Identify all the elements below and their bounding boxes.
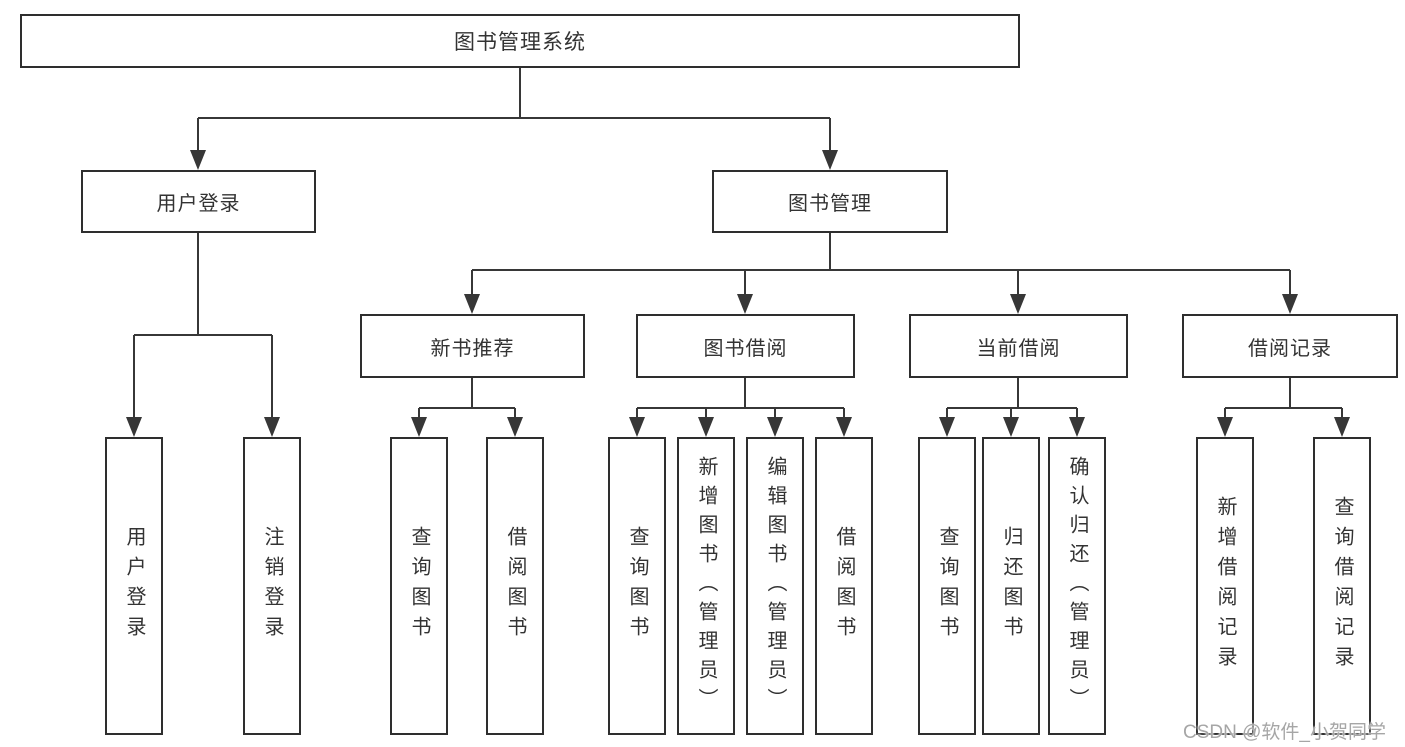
leaf-recommend-query-books-label: 查询图书: [408, 526, 430, 646]
node-borrowing-records-label: 借阅记录: [1248, 337, 1332, 360]
leaf-borrowing-query-books: 查询图书: [608, 437, 666, 735]
leaf-borrowing-add-books-label: 新增图书（管理员）: [695, 455, 717, 717]
leaf-borrowing-borrow-books: 借阅图书: [815, 437, 873, 735]
leaf-current-confirm-return-label: 确认归还（管理员）: [1066, 455, 1088, 717]
node-current-borrowing-label: 当前借阅: [976, 337, 1061, 360]
node-user-login: 用户登录: [81, 170, 316, 233]
node-library-system: 图书管理系统: [20, 14, 1020, 68]
leaf-borrowing-query-books-label: 查询图书: [626, 526, 648, 646]
leaf-current-return-books: 归还图书: [982, 437, 1040, 735]
leaf-records-add-record-label: 新增借阅记录: [1214, 496, 1236, 676]
leaf-recommend-borrow-books-label: 借阅图书: [504, 526, 526, 646]
leaf-logout: 注销登录: [243, 437, 301, 735]
leaf-user-login-label: 用户登录: [123, 526, 145, 646]
leaf-borrowing-edit-books-label: 编辑图书（管理员）: [764, 455, 786, 717]
leaf-current-query-books-label: 查询图书: [936, 526, 958, 646]
leaf-user-login: 用户登录: [105, 437, 163, 735]
node-borrowing-records: 借阅记录: [1182, 314, 1398, 378]
leaf-current-confirm-return: 确认归还（管理员）: [1048, 437, 1106, 735]
tree-edges: [133, 68, 1343, 421]
node-book-borrowing: 图书借阅: [636, 314, 855, 378]
leaf-borrowing-borrow-books-label: 借阅图书: [833, 526, 855, 646]
leaf-records-query-record-label: 查询借阅记录: [1331, 496, 1353, 676]
leaf-logout-label: 注销登录: [261, 526, 283, 646]
leaf-records-query-record: 查询借阅记录: [1313, 437, 1371, 735]
leaf-current-query-books: 查询图书: [918, 437, 976, 735]
leaf-recommend-borrow-books: 借阅图书: [486, 437, 544, 735]
arrowheads: [126, 150, 1350, 437]
leaf-records-add-record: 新增借阅记录: [1196, 437, 1254, 735]
node-user-login-label: 用户登录: [156, 193, 241, 215]
node-book-borrowing-label: 图书借阅: [703, 337, 788, 360]
csdn-watermark: CSDN @软件_小贺同学: [1183, 722, 1386, 743]
node-book-management-label: 图书管理: [788, 193, 872, 215]
node-new-book-recommend-label: 新书推荐: [430, 337, 515, 360]
node-current-borrowing: 当前借阅: [909, 314, 1128, 378]
leaf-borrowing-edit-books: 编辑图书（管理员）: [746, 437, 804, 735]
node-book-management: 图书管理: [712, 170, 948, 233]
leaf-current-return-books-label: 归还图书: [1000, 526, 1022, 646]
node-library-system-label: 图书管理系统: [454, 31, 586, 54]
leaf-borrowing-add-books: 新增图书（管理员）: [677, 437, 735, 735]
node-new-book-recommend: 新书推荐: [360, 314, 585, 378]
leaf-recommend-query-books: 查询图书: [390, 437, 448, 735]
